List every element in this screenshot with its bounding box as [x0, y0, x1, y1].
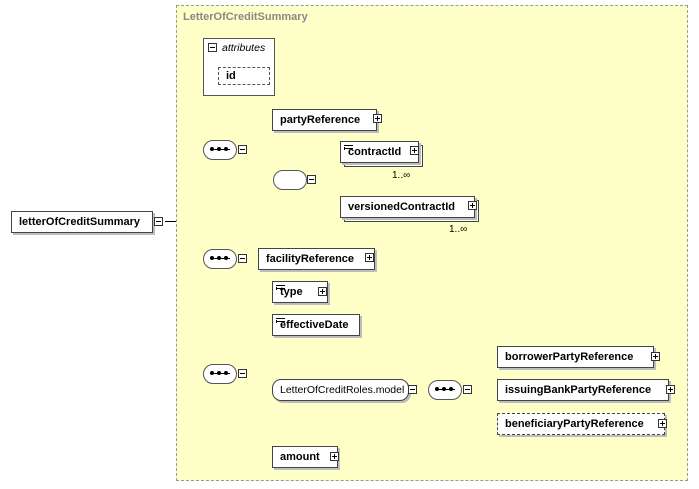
collapse-attributes-icon[interactable] — [208, 43, 217, 52]
collapse-icon[interactable] — [307, 175, 316, 184]
collapse-icon[interactable] — [408, 385, 417, 394]
expand-icon[interactable] — [468, 201, 477, 210]
group-letter-of-credit-roles[interactable]: LetterOfCreditRoles.model — [272, 379, 409, 401]
expand-icon[interactable] — [318, 287, 327, 296]
sequence-compositor-icon — [203, 249, 237, 269]
collapse-icon[interactable] — [238, 369, 247, 378]
expand-icon[interactable] — [666, 385, 675, 394]
cardinality-label: 1..∞ — [392, 170, 411, 181]
expand-icon[interactable] — [658, 419, 667, 428]
expand-icon[interactable] — [410, 146, 419, 155]
element-type[interactable]: type — [272, 281, 328, 303]
simple-type-icon — [344, 145, 353, 150]
element-effective-date[interactable]: effectiveDate — [272, 314, 360, 336]
expand-icon[interactable] — [330, 452, 339, 461]
simple-type-icon — [276, 285, 285, 290]
collapse-icon[interactable] — [238, 145, 247, 154]
element-facility-reference[interactable]: facilityReference — [258, 248, 375, 270]
element-contract-id[interactable]: contractId — [340, 141, 419, 163]
element-borrower-party-reference[interactable]: borrowerPartyReference — [497, 346, 654, 368]
collapse-icon[interactable] — [238, 254, 247, 263]
collapse-icon[interactable] — [463, 385, 472, 394]
root-element-label: letterOfCreditSummary — [19, 216, 141, 228]
choice-compositor-icon — [273, 170, 307, 190]
cardinality-label: 1..∞ — [449, 224, 468, 235]
attributes-label: attributes — [222, 42, 266, 54]
element-amount[interactable]: amount — [272, 446, 338, 468]
element-issuing-bank-party-reference[interactable]: issuingBankPartyReference — [497, 379, 669, 401]
collapse-icon[interactable] — [154, 217, 163, 226]
element-party-reference[interactable]: partyReference — [272, 109, 377, 131]
expand-icon[interactable] — [365, 253, 374, 262]
attribute-id[interactable]: id — [218, 67, 270, 85]
sequence-compositor-icon — [203, 140, 237, 160]
element-beneficiary-party-reference[interactable]: beneficiaryPartyReference — [497, 413, 665, 435]
expand-icon[interactable] — [373, 114, 382, 123]
expand-icon[interactable] — [651, 352, 660, 361]
root-element[interactable]: letterOfCreditSummary — [11, 211, 153, 233]
sequence-compositor-icon — [203, 364, 237, 384]
sequence-compositor-icon — [428, 380, 462, 400]
simple-type-icon — [276, 318, 285, 323]
type-name-label: LetterOfCreditSummary — [183, 11, 308, 23]
element-versioned-contract-id[interactable]: versionedContractId — [340, 196, 475, 218]
